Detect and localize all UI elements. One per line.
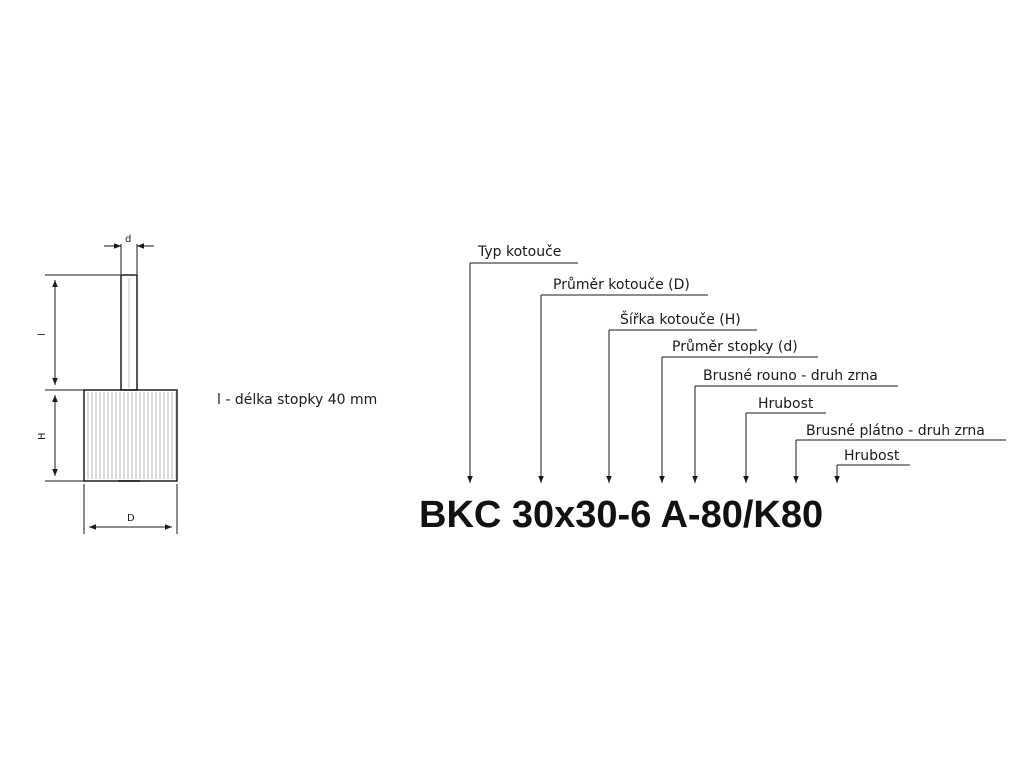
legend-item-type: Typ kotouče xyxy=(467,244,578,483)
label-prumer-stopky: Průměr stopky (d) xyxy=(672,339,798,355)
legend-item-width: Šířka kotouče (H) xyxy=(606,310,757,483)
dim-d-label: d xyxy=(125,234,131,245)
label-brusne-rouno: Brusné rouno - druh zrna xyxy=(703,368,878,384)
legend-item-fleece-grit: Hrubost xyxy=(743,396,826,483)
legend-item-cloth-grain: Brusné plátno - druh zrna xyxy=(793,423,1006,483)
wheel-ribs xyxy=(87,392,177,479)
legend-item-diameter: Průměr kotouče (D) xyxy=(538,277,708,483)
dim-l-label: l xyxy=(37,333,48,336)
mounted-wheel-drawing: d l H D xyxy=(37,234,178,534)
shank-length-note: l - délka stopky 40 mm xyxy=(217,392,377,408)
legend-item-fleece-grain: Brusné rouno - druh zrna xyxy=(692,368,898,483)
label-hrubost-1: Hrubost xyxy=(758,396,814,412)
legend-item-cloth-grit: Hrubost xyxy=(834,448,910,483)
label-sirka-kotouce: Šířka kotouče (H) xyxy=(620,310,741,328)
designation-code: BKC 30x30-6 A-80/K80 xyxy=(419,494,823,536)
label-prumer-kotouce: Průměr kotouče (D) xyxy=(553,277,690,293)
designation-legend: Typ kotouče Průměr kotouče (D) Šířka kot… xyxy=(467,244,1006,483)
legend-item-shank: Průměr stopky (d) xyxy=(659,339,818,483)
dim-D-label: D xyxy=(127,513,135,524)
label-hrubost-2: Hrubost xyxy=(844,448,900,464)
label-brusne-platno: Brusné plátno - druh zrna xyxy=(806,423,985,439)
label-typ-kotouce: Typ kotouče xyxy=(477,244,561,260)
dim-H-label: H xyxy=(37,432,48,440)
wheel-body xyxy=(83,389,178,482)
